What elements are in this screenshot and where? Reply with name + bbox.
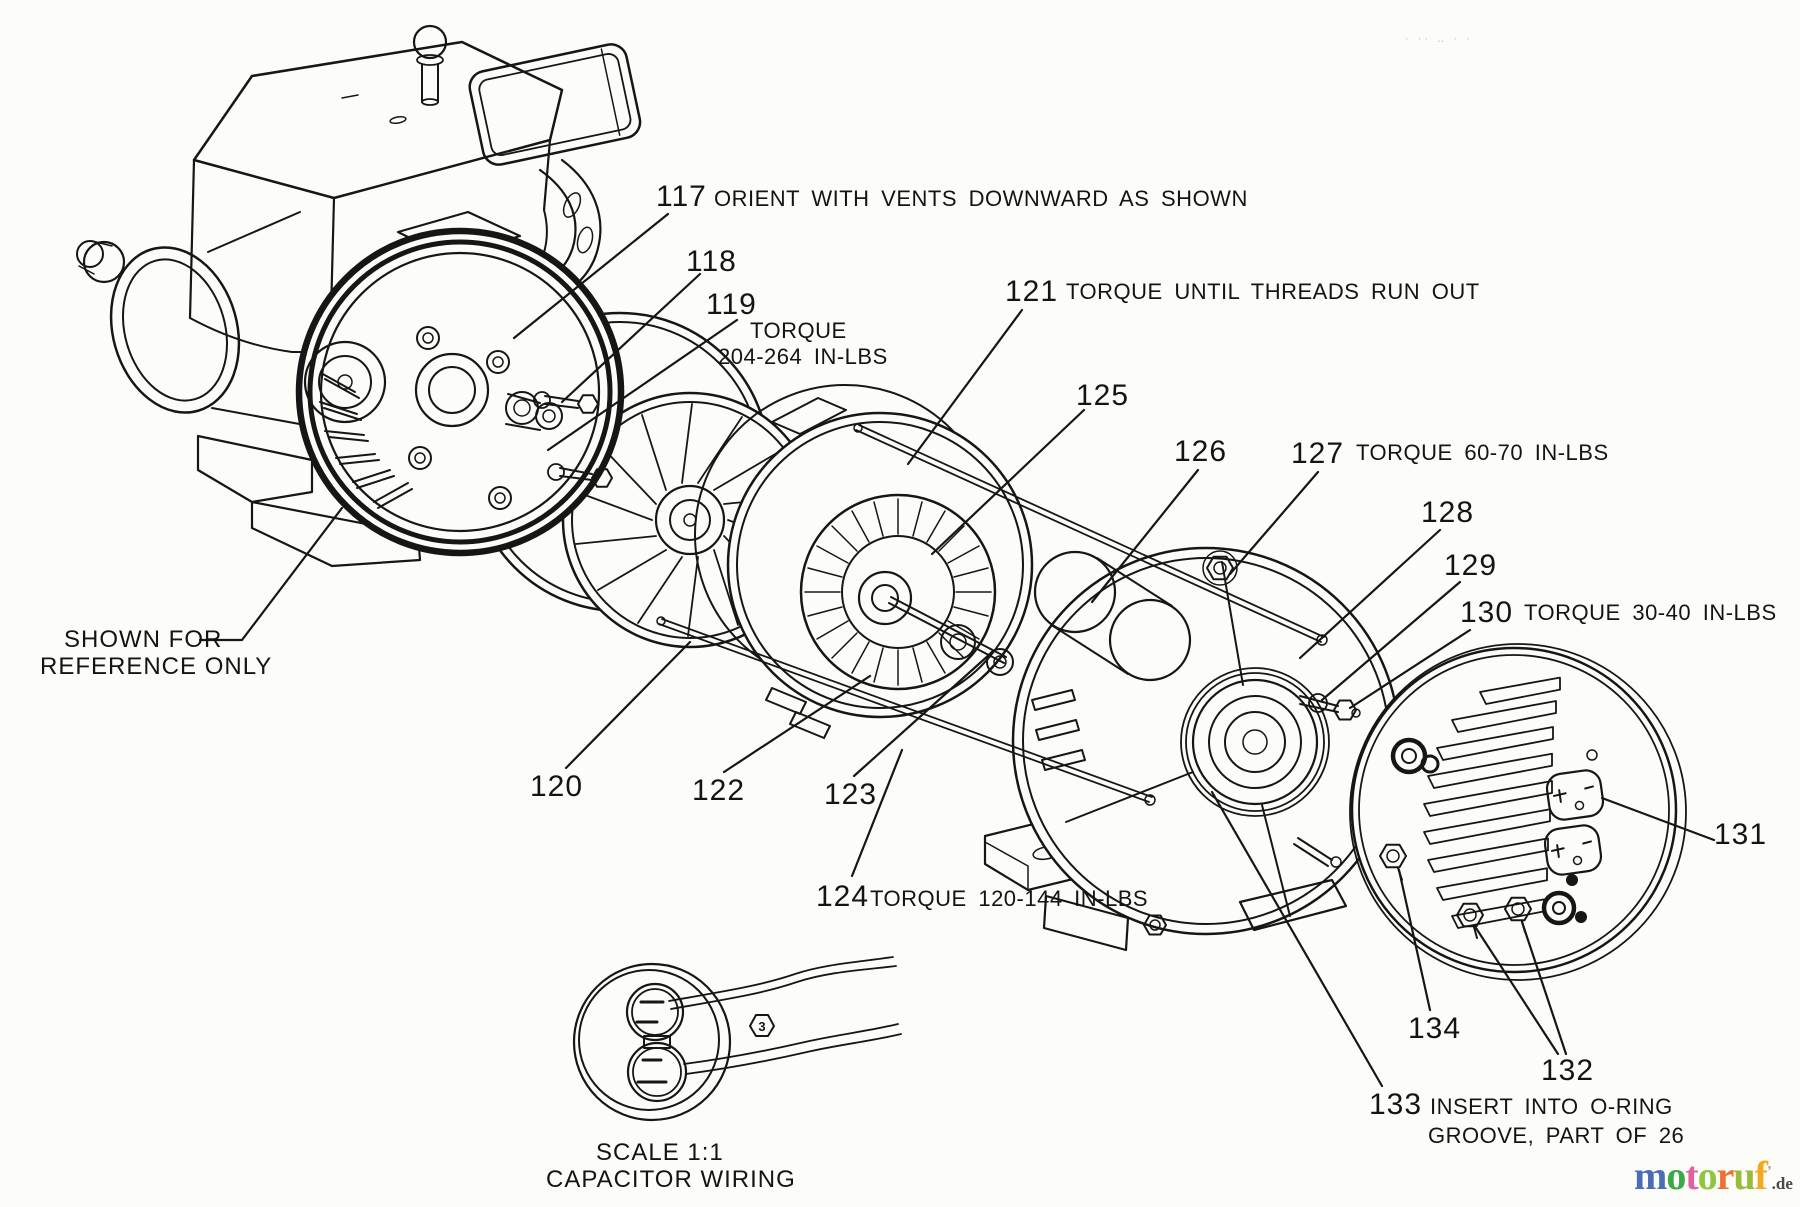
logo-letter: u bbox=[1733, 1153, 1755, 1198]
logo-letter: r bbox=[1716, 1153, 1735, 1198]
bracket-vent-slats bbox=[1031, 689, 1086, 771]
terminal-marker-label: 3 bbox=[758, 1019, 765, 1034]
callout-133-note-line2: GROOVE, PART OF 26 bbox=[1428, 1123, 1685, 1148]
capacitor-wiring-diagram: 3 bbox=[572, 956, 902, 1122]
logo-letter: m bbox=[1634, 1153, 1667, 1198]
cover-hex-bolts-132 bbox=[1456, 896, 1532, 939]
capacitor-note-line2: CAPACITOR WIRING bbox=[546, 1166, 796, 1193]
capacitor-note-line1: SCALE 1:1 bbox=[596, 1139, 724, 1166]
callout-122-number: 122 bbox=[692, 774, 746, 807]
callout-133-note-line1: INSERT INTO O-RING bbox=[1430, 1094, 1673, 1119]
callout-120-number: 120 bbox=[530, 770, 584, 803]
callout-119-note-line1: TORQUE bbox=[750, 318, 847, 343]
callout-130-note: TORQUE 30-40 IN-LBS bbox=[1524, 600, 1777, 625]
callout-131-number: 131 bbox=[1714, 818, 1768, 851]
callout-118-number: 118 bbox=[686, 245, 737, 278]
leader-122 bbox=[722, 674, 872, 774]
callout-128-number: 128 bbox=[1421, 496, 1475, 529]
callout-117-note: ORIENT WITH VENTS DOWNWARD AS SHOWN bbox=[714, 186, 1248, 211]
cover-louvers bbox=[1423, 676, 1561, 929]
callout-134-number: 134 bbox=[1408, 1012, 1462, 1045]
reference-note-line2: REFERENCE ONLY bbox=[40, 653, 273, 680]
leader-132a bbox=[1474, 926, 1560, 1056]
callout-130-number: 130 bbox=[1460, 596, 1514, 629]
crankshaft-boss bbox=[303, 340, 563, 431]
logo-letter: o bbox=[1697, 1153, 1718, 1198]
capacitor-wires bbox=[668, 956, 902, 1075]
muffler bbox=[468, 43, 642, 166]
leader-134 bbox=[1397, 868, 1432, 1012]
through-bolts-121 bbox=[656, 423, 1328, 806]
outlet-receptacle-upper bbox=[1545, 769, 1605, 821]
carrier-studs-119 bbox=[533, 391, 613, 488]
callout-127-number: 127 bbox=[1291, 437, 1345, 470]
callout-127-note: TORQUE 60-70 IN-LBS bbox=[1356, 440, 1609, 465]
leader-117 bbox=[512, 212, 670, 340]
logo-letter: f bbox=[1754, 1153, 1768, 1198]
leader-123 bbox=[852, 652, 992, 778]
leader-125 bbox=[930, 408, 1086, 556]
carrier-vent-slats bbox=[319, 372, 413, 509]
callout-124-note: TORQUE 120-144 IN-LBS bbox=[870, 886, 1149, 911]
bracket-lower-stud bbox=[1293, 837, 1342, 868]
stator-windings bbox=[804, 498, 992, 686]
logo-letter: o bbox=[1666, 1153, 1686, 1198]
leader-reference bbox=[198, 506, 344, 642]
callout-117-number: 117 bbox=[656, 180, 707, 213]
rear-carrier-ring-117 bbox=[295, 210, 625, 557]
leader-127 bbox=[1228, 470, 1320, 576]
callout-123-number: 123 bbox=[824, 778, 878, 811]
logo-domain-suffix: .de bbox=[1771, 1174, 1793, 1193]
leader-126 bbox=[1090, 468, 1200, 604]
callout-126-number: 126 bbox=[1174, 435, 1228, 468]
stud-washer-129-nut-130 bbox=[1299, 693, 1361, 721]
bearing-boss-and-o-ring bbox=[1180, 667, 1330, 817]
leader-130 bbox=[1348, 628, 1472, 710]
leader-121 bbox=[906, 308, 1024, 466]
logo-letter: t bbox=[1685, 1153, 1698, 1198]
oil-cap bbox=[412, 24, 448, 106]
bracket-screw-127 bbox=[1202, 550, 1238, 586]
callout-121-number: 121 bbox=[1005, 275, 1059, 308]
capacitor-cylinder bbox=[1033, 550, 1192, 682]
leader-124 bbox=[850, 748, 904, 878]
bracket-bottom-bolt bbox=[1143, 914, 1167, 936]
generator-drum bbox=[76, 211, 306, 426]
logo-tick: ’ bbox=[1767, 1164, 1772, 1179]
outlet-receptacle-lower bbox=[1543, 824, 1603, 876]
motoruf-logo: motoruf’.de bbox=[1634, 1156, 1793, 1196]
cover-dark-ring-bolt bbox=[1541, 890, 1587, 926]
rotor-housing-122 bbox=[694, 384, 1034, 739]
leader-133 bbox=[1210, 790, 1384, 1088]
leader-128 bbox=[1298, 528, 1442, 660]
leader-129 bbox=[1320, 580, 1462, 702]
callout-119-number: 119 bbox=[706, 288, 757, 321]
wire-terminal-marker: 3 bbox=[749, 1014, 775, 1037]
callout-133-number: 133 bbox=[1369, 1088, 1423, 1121]
callout-132-number: 132 bbox=[1541, 1054, 1595, 1087]
leader-lines bbox=[198, 212, 1716, 1088]
carrier-bolt-holes bbox=[408, 326, 512, 510]
end-cover-131 bbox=[1349, 643, 1687, 981]
leader-120 bbox=[564, 640, 692, 770]
reference-note-line1: SHOWN FOR bbox=[64, 626, 223, 653]
leader-132b bbox=[1520, 920, 1568, 1056]
stator-123 bbox=[799, 493, 1014, 691]
leader-131 bbox=[1600, 796, 1716, 842]
scan-artifact: · ·· ‥ · · bbox=[1405, 33, 1473, 45]
callout-119-note-line2: 204-264 IN-LBS bbox=[718, 344, 888, 369]
leader-119 bbox=[546, 318, 739, 452]
callout-124-number: 124 bbox=[816, 880, 870, 913]
callout-121-note: TORQUE UNTIL THREADS RUN OUT bbox=[1066, 279, 1480, 304]
callout-125-number: 125 bbox=[1076, 379, 1130, 412]
bracket-feet bbox=[1042, 878, 1348, 952]
cover-ring-bolt bbox=[1390, 737, 1440, 775]
callout-129-number: 129 bbox=[1444, 549, 1498, 582]
leader-118 bbox=[560, 272, 702, 404]
engine-block bbox=[188, 40, 564, 354]
